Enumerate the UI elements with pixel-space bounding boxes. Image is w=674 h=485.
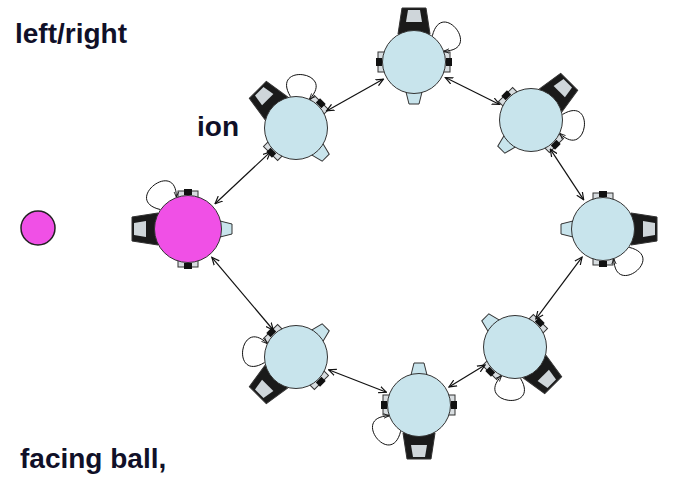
robot-node — [382, 30, 446, 94]
link-arrow — [449, 365, 485, 387]
self-loop — [560, 111, 584, 141]
robot-node — [499, 88, 563, 152]
link-arrow — [445, 78, 499, 105]
link-arrow — [536, 257, 582, 319]
link-arrow — [329, 370, 387, 393]
robot-node — [154, 195, 222, 263]
link-arrow — [327, 79, 384, 111]
slide-text: ion — [197, 111, 239, 143]
robot-node — [571, 197, 635, 261]
ball — [21, 211, 55, 245]
self-loop — [495, 376, 525, 400]
robot-body — [231, 300, 353, 422]
robot-node — [264, 325, 328, 389]
robot-body — [458, 290, 580, 412]
link-arrow — [550, 149, 583, 200]
slide-text: facing ball, — [20, 443, 166, 475]
robot-node — [264, 96, 328, 160]
robot-body — [231, 63, 353, 185]
slide-text: left/right — [15, 18, 127, 50]
robot-node — [483, 315, 547, 379]
link-arrow — [215, 152, 270, 204]
robot-body — [474, 55, 596, 177]
robot-node — [387, 373, 451, 437]
link-arrow — [212, 257, 274, 330]
